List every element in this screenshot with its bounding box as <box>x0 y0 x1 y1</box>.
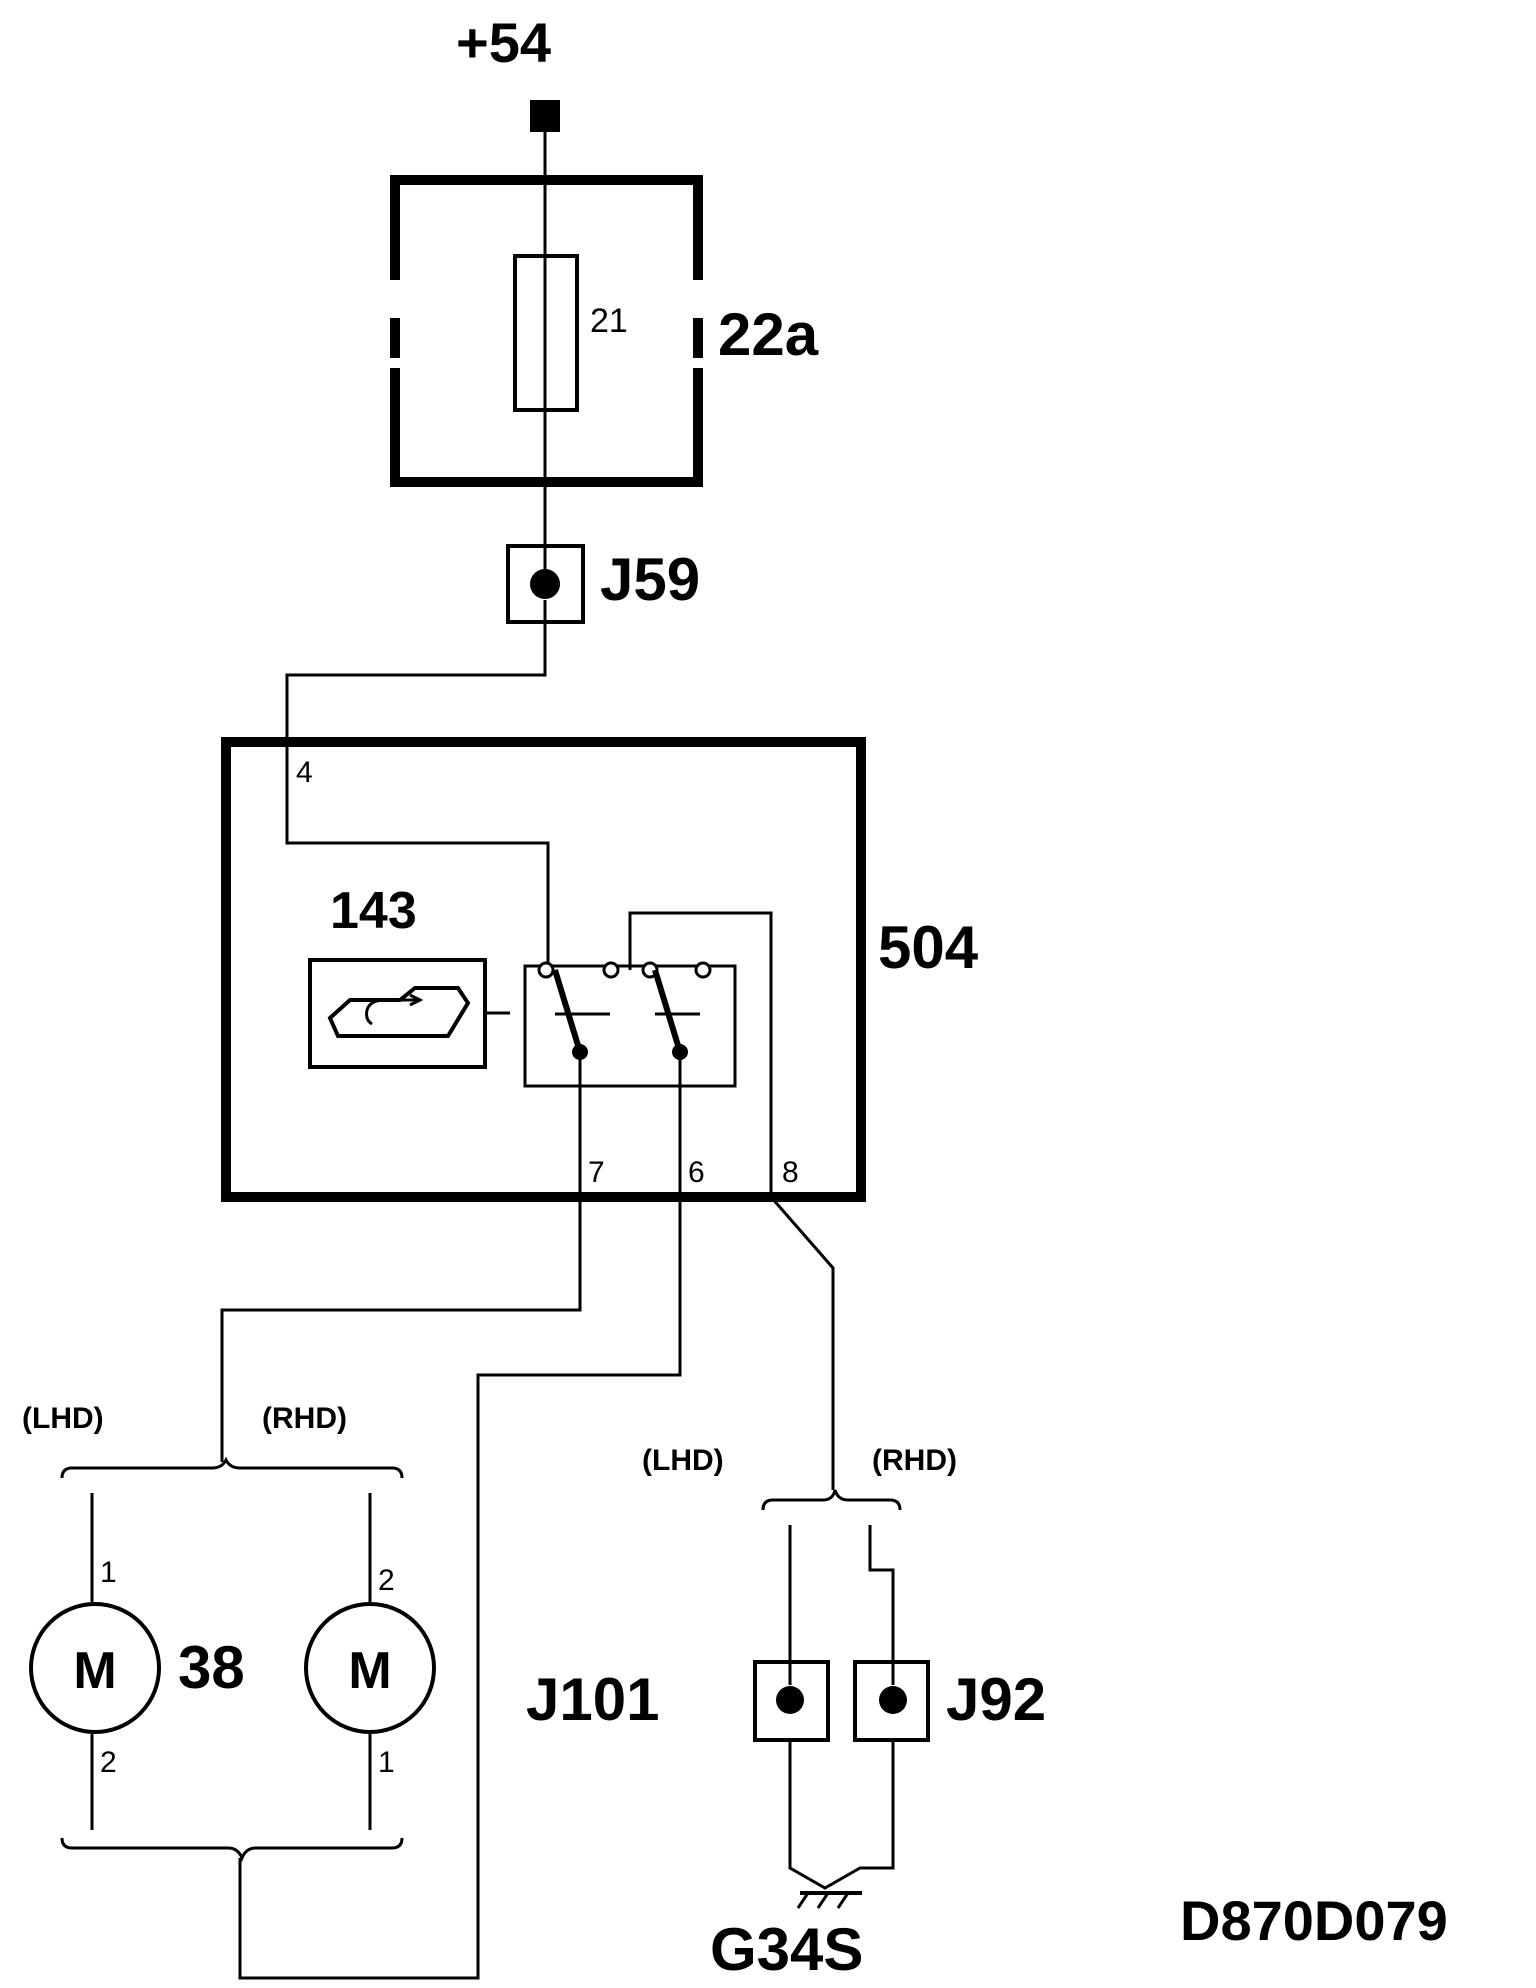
switch-icon <box>327 986 471 1038</box>
motor-left-pin-bottom: 2 <box>100 1746 117 1779</box>
connector-j59-label: J59 <box>600 546 700 613</box>
pin-6-label: 6 <box>688 1156 705 1189</box>
pin-7-label: 7 <box>588 1156 605 1189</box>
motor-id-label: 38 <box>178 1634 245 1701</box>
reference-code: D870D079 <box>1180 1889 1448 1952</box>
motor-left: M 1 2 <box>29 1493 161 1830</box>
fuse-box-22a: 21 22a <box>390 175 819 487</box>
supply-terminal <box>530 100 560 132</box>
ground-label: G34S <box>710 1916 863 1983</box>
connector-j101-label: J101 <box>526 1666 659 1733</box>
connector-j92: J92 <box>853 1660 1046 1742</box>
connector-j92-label: J92 <box>946 1666 1046 1733</box>
motor-right: M 2 1 <box>304 1493 436 1830</box>
motor-bottom-bracket <box>60 1837 404 1863</box>
module-504: 504 4 7 6 8 143 <box>221 737 979 1202</box>
ground-g34s: G34S <box>710 1891 863 1983</box>
connector-j101: J101 <box>526 1660 830 1742</box>
supply-label: +54 <box>456 11 551 74</box>
connector-j59: J59 <box>506 544 700 624</box>
fuse-box-label: 22a <box>718 301 819 368</box>
rhd-label-right: (RHD) <box>872 1444 957 1477</box>
motor-right-pin-top: 2 <box>378 1564 395 1597</box>
rhd-label-left: (RHD) <box>262 1402 347 1435</box>
motor-top-bracket <box>60 1456 404 1479</box>
pin-4-label: 4 <box>296 756 313 789</box>
fuse-element <box>513 254 579 412</box>
switch-label: 143 <box>330 882 417 940</box>
pin-8-label: 8 <box>782 1156 799 1189</box>
motor-right-pin-bottom: 1 <box>378 1746 395 1779</box>
lhd-label-left: (LHD) <box>22 1402 104 1435</box>
fuse-number: 21 <box>590 302 628 340</box>
motor-left-symbol: M <box>73 1642 116 1700</box>
lhd-label-right: (LHD) <box>642 1444 724 1477</box>
motor-left-pin-top: 1 <box>100 1556 117 1589</box>
motor-right-symbol: M <box>348 1642 391 1700</box>
module-label: 504 <box>878 914 979 981</box>
ground-bracket <box>761 1489 902 1511</box>
